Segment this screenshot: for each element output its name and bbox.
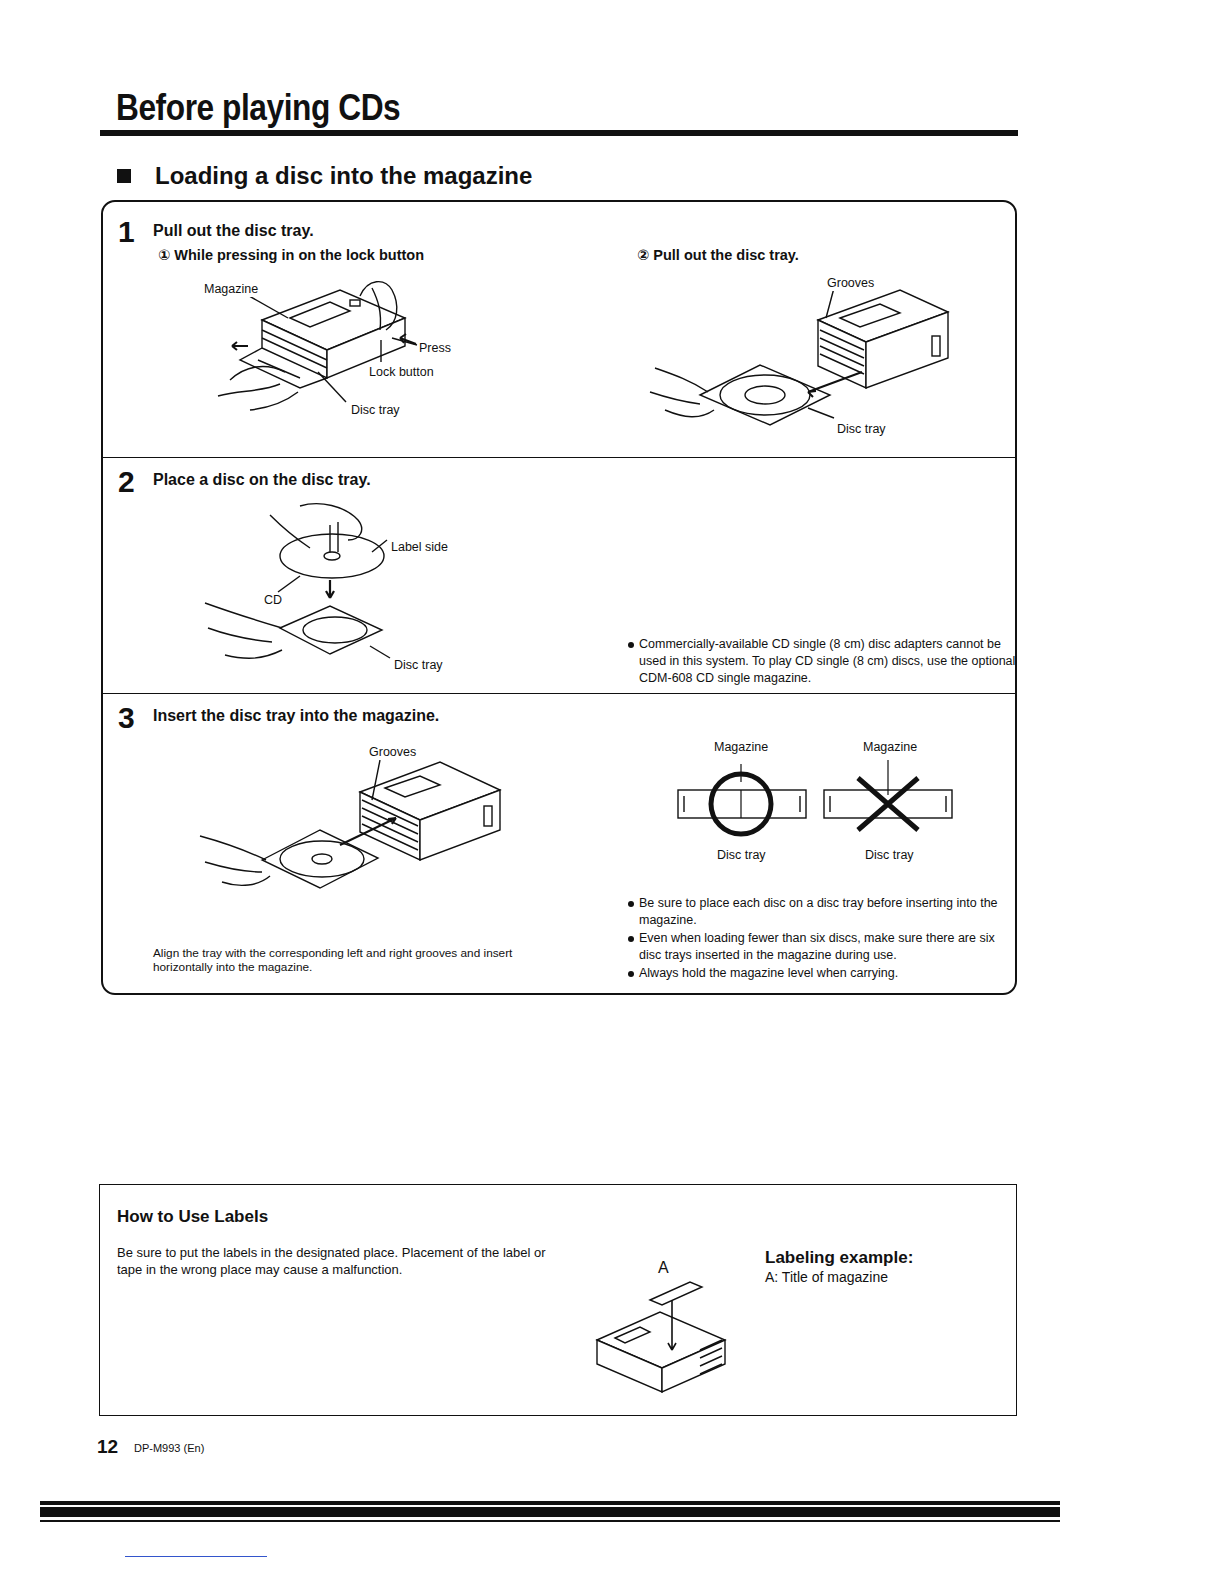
bullet-dot [628,642,634,648]
part-label: Grooves [368,745,417,760]
part-label: Press [418,341,452,356]
note-text: Be sure to place each disc on a disc tra… [639,895,1019,929]
step-heading: Insert the disc tray into the magazine. [153,706,439,725]
section-frame: Loading a disc into the magazine1Pull ou… [101,200,1017,995]
tray-insert-drawing [200,760,500,888]
title-rule [100,130,1018,136]
part-label: Magazine [203,282,259,297]
part-label: Disc tray [350,403,401,418]
model-code: DP-M993 (En) [133,1442,205,1455]
sub-step: ② Pull out the disc tray. [637,247,799,264]
section-square [117,169,131,183]
step-heading: Place a disc on the disc tray. [153,470,371,489]
bullet-dot [628,971,634,977]
part-label: Grooves [826,276,875,291]
box-heading: How to Use Labels [117,1207,268,1227]
sub-step: ① While pressing in on the lock button [158,247,424,264]
instruction-text: Align the tray with the corresponding le… [153,946,543,974]
part-label: Disc tray [864,848,915,863]
note-text: Always hold the magazine level when carr… [639,965,1019,982]
magazine-drawing [218,282,417,410]
note-text: Commercially-available CD single (8 cm) … [639,636,1024,687]
callout-letter: A [657,1258,670,1277]
step-panel: 1 Pull out the disc tray. ① While pressing… [103,202,1015,458]
part-label: Label side [390,540,449,555]
example-heading: Labeling example: [765,1248,913,1268]
part-label: CD [263,593,283,608]
bullet-dot [628,901,634,907]
example-text: A: Title of magazine [765,1269,888,1286]
page-number: 12 [96,1436,119,1459]
part-label: Disc tray [716,848,767,863]
alignment-drawing [678,760,952,834]
body-text: Be sure to put the labels in the designa… [117,1245,547,1279]
part-label: Magazine [713,740,769,755]
note-text: Even when loading fewer than six discs, … [639,930,1019,964]
step-number: 3 [118,700,135,736]
cd-place-drawing [205,504,390,659]
part-label: Disc tray [836,422,887,437]
tray-pull-drawing [650,288,948,425]
part-label: Disc tray [393,658,444,673]
step-panel: 2Place a disc on the disc tray.Commercia… [103,458,1015,694]
part-label: Lock button [368,365,435,380]
label-example-drawing [597,1282,725,1392]
page-title: Before playing CDs [116,86,400,129]
step-number: 1 [118,214,135,250]
section-heading: Loading a disc into the magazine [155,162,532,191]
scan-bars [40,1501,1060,1557]
step-number: 2 [118,464,135,500]
step-heading: Pull out the disc tray. [153,221,314,240]
info-box: How to Use Labels Be sure to put the labe… [99,1184,1017,1416]
step-panel: 3 Insert the disc tray into the magazine.… [103,694,1015,993]
part-label: Magazine [862,740,918,755]
bullet-dot [628,936,634,942]
